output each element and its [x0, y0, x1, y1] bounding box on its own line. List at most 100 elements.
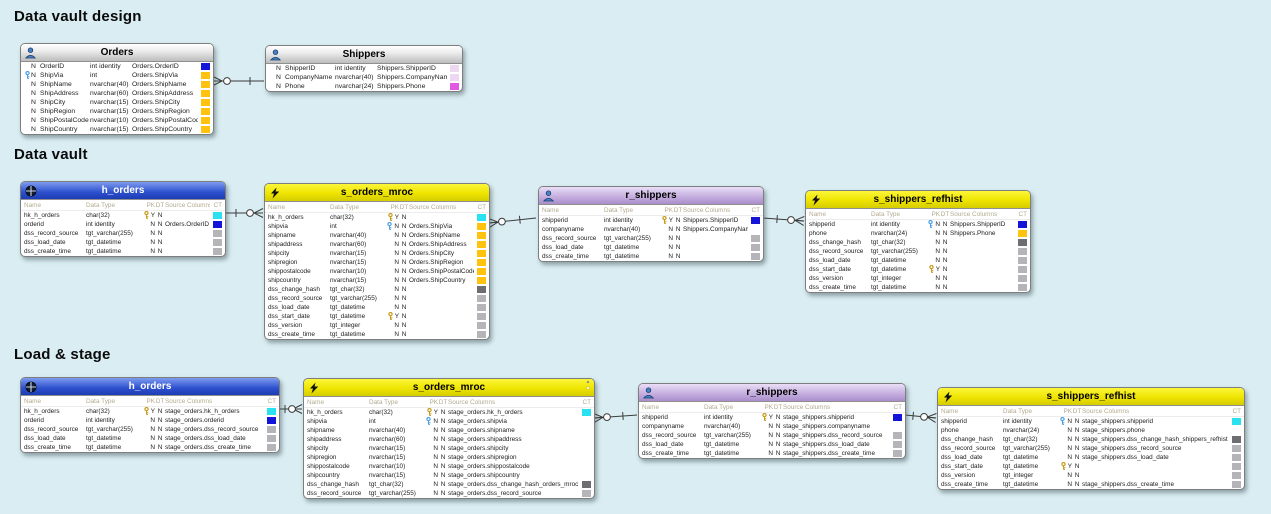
source-column: Shippers.ShipperID — [377, 65, 436, 72]
table-header[interactable]: h_orders — [21, 378, 279, 396]
ct-cell — [447, 83, 459, 90]
nullable-flag: N — [31, 81, 36, 88]
table-header[interactable]: s_shippers_refhist — [938, 388, 1244, 406]
ct-cell — [1015, 284, 1027, 291]
scroll-down-icon[interactable]: ▼ — [585, 386, 591, 392]
table-header[interactable]: Shippers — [266, 46, 462, 64]
table-header[interactable]: r_shippers — [539, 187, 763, 205]
pk-cell: N — [658, 235, 673, 242]
key-icon-blue — [425, 416, 432, 427]
scroll-up-icon[interactable]: ▲ — [585, 379, 591, 385]
table-header[interactable]: h_orders — [21, 182, 225, 200]
table-header[interactable]: s_orders_mroc — [265, 184, 489, 202]
table-header[interactable]: Orders — [21, 44, 213, 62]
table-header[interactable]: s_orders_mroc▲▼ — [304, 379, 594, 397]
pk-flag: N — [433, 436, 438, 443]
table-header[interactable]: r_shippers — [639, 384, 905, 402]
table-header[interactable]: s_shippers_refhist — [806, 191, 1030, 209]
